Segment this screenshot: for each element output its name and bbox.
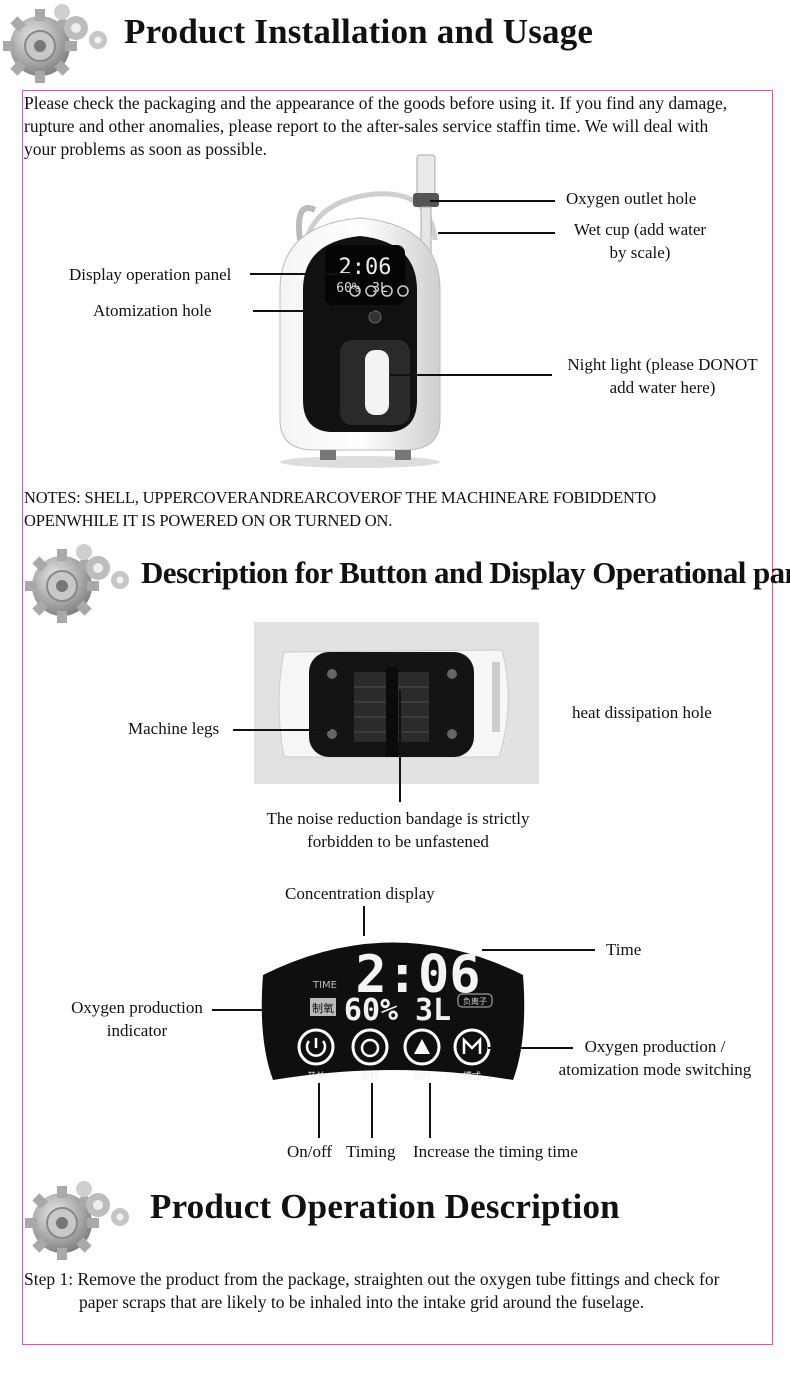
- label-noise-bandage: The noise reduction bandage is strictly …: [240, 807, 556, 853]
- panel-flow: 3L: [415, 993, 451, 1028]
- gear-icon: [24, 1180, 130, 1261]
- label-atomization-hole: Atomization hole: [93, 301, 212, 320]
- label-night-light-line2: add water here): [609, 378, 716, 397]
- gear-icon: [2, 3, 108, 84]
- label-heat-hole: heat dissipation hole: [572, 703, 712, 722]
- device-time: 2:06: [339, 255, 392, 280]
- panel-time-tag: TIME: [312, 980, 337, 991]
- oxygen-concentrator-image: 2:06 60% 3L: [279, 154, 441, 468]
- notes-line-1: NOTES: SHELL, UPPERCOVERANDREARCOVEROF T…: [24, 488, 656, 507]
- step-1-line-2: paper scraps that are likely to be inhal…: [79, 1292, 645, 1312]
- label-display-panel: Display operation panel: [69, 265, 232, 284]
- label-oxygen-ind-line1: Oxygen production: [71, 998, 203, 1017]
- label-wet-cup-line2: by scale): [609, 243, 671, 262]
- label-mode-line2: atomization mode switching: [558, 1060, 752, 1079]
- notes: NOTES: SHELL, UPPERCOVERANDREARCOVEROF T…: [24, 486, 656, 532]
- label-increase-timing: Increase the timing time: [413, 1142, 578, 1161]
- step-1-line-1: Step 1: Remove the product from the pack…: [24, 1269, 720, 1289]
- label-wet-cup-line1: Wet cup (add water: [573, 220, 707, 239]
- label-time: Time: [606, 940, 642, 959]
- notes-line-2: OPENWHILE IT IS POWERED ON OR TURNED ON.: [24, 511, 393, 530]
- panel-btn-add: 加时: [413, 1070, 431, 1082]
- label-oxygen-outlet: Oxygen outlet hole: [566, 189, 697, 208]
- control-panel-image: TIME 2:06 制氧 60% 3L 负离子 开关 定时 加时 模式: [261, 942, 525, 1082]
- section-title-installation: Product Installation and Usage: [124, 12, 594, 51]
- panel-btn-timer: 定时: [361, 1070, 379, 1082]
- label-mode-switching: Oxygen production / atomization mode swi…: [550, 1035, 760, 1081]
- panel-oxygen-tag: 制氧: [312, 1001, 334, 1015]
- section-title-operation: Product Operation Description: [150, 1187, 620, 1226]
- content-frame: [22, 90, 773, 1345]
- gear-icon: [24, 543, 130, 624]
- intro-line-2: rupture and other anomalies, please repo…: [24, 116, 709, 136]
- label-concentration: Concentration display: [285, 884, 435, 903]
- label-night-light: Night light (please DONOT add water here…: [555, 353, 770, 399]
- section-title-panel: Description for Button and Display Opera…: [141, 555, 790, 590]
- device-conc: 60%: [336, 281, 360, 296]
- panel-btn-mode: 模式: [463, 1070, 481, 1082]
- label-wet-cup: Wet cup (add water by scale): [560, 218, 720, 264]
- label-oxygen-indicator: Oxygen production indicator: [62, 996, 212, 1042]
- label-timing: Timing: [346, 1142, 396, 1161]
- panel-ion-tag: 负离子: [463, 996, 487, 1006]
- label-night-light-line1: Night light (please DONOT: [567, 355, 758, 374]
- intro-line-3: your problems as soon as possible.: [24, 139, 268, 159]
- label-noise-line2: forbidden to be unfastened: [307, 832, 489, 851]
- intro-line-1: Please check the packaging and the appea…: [24, 93, 728, 113]
- machine-bottom-image: [254, 622, 539, 784]
- intro-paragraph: Please check the packaging and the appea…: [24, 92, 774, 161]
- label-noise-line1: The noise reduction bandage is strictly: [266, 809, 530, 828]
- step-1: Step 1: Remove the product from the pack…: [24, 1268, 774, 1314]
- panel-conc: 60%: [344, 993, 398, 1028]
- label-onoff: On/off: [287, 1142, 333, 1161]
- label-oxygen-ind-line2: indicator: [106, 1021, 168, 1040]
- label-machine-legs: Machine legs: [128, 719, 220, 738]
- label-mode-line1: Oxygen production /: [584, 1037, 726, 1056]
- panel-btn-power: 开关: [307, 1070, 325, 1082]
